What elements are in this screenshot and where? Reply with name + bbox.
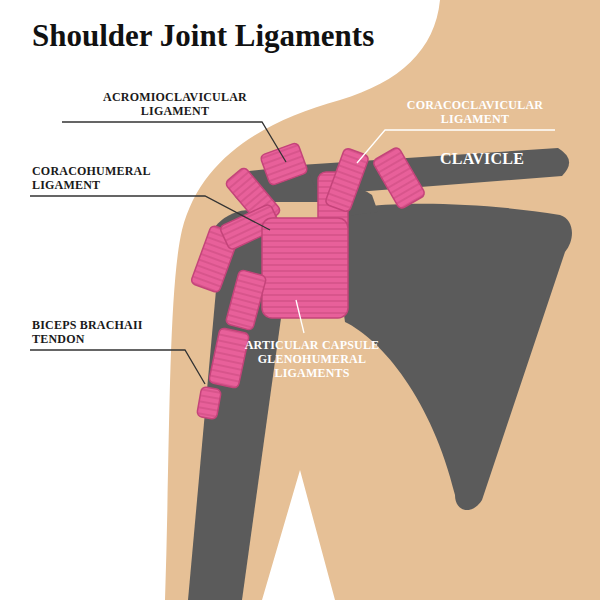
- biceps-tendon: [197, 386, 222, 419]
- part-label: CORACOCLAVICULAR LIGAMENT: [395, 98, 555, 126]
- articular-capsule: [262, 218, 348, 318]
- ligament-band: [372, 146, 426, 209]
- part-label: BICEPS BRACHAII TENDON: [32, 318, 172, 346]
- leader-line: [296, 300, 304, 333]
- part-label: CORACOHUMERAL LIGAMENT: [32, 164, 162, 192]
- part-label: CLAVICLE: [440, 150, 560, 168]
- scapula-bone: [330, 204, 572, 510]
- leader-line: [62, 122, 286, 162]
- diagram-title: Shoulder Joint Ligaments: [32, 18, 374, 54]
- leader-line: [30, 350, 205, 384]
- biceps-tendon: [209, 327, 250, 388]
- part-label: ARTICULAR CAPSULE GLENOHUMERAL LIGAMENTS: [232, 338, 392, 380]
- leader-line: [30, 196, 270, 230]
- ligament-band: [260, 142, 309, 186]
- part-label: ACROMIOCLAVICULAR LIGAMENT: [95, 90, 255, 118]
- biceps-tendon: [225, 269, 267, 330]
